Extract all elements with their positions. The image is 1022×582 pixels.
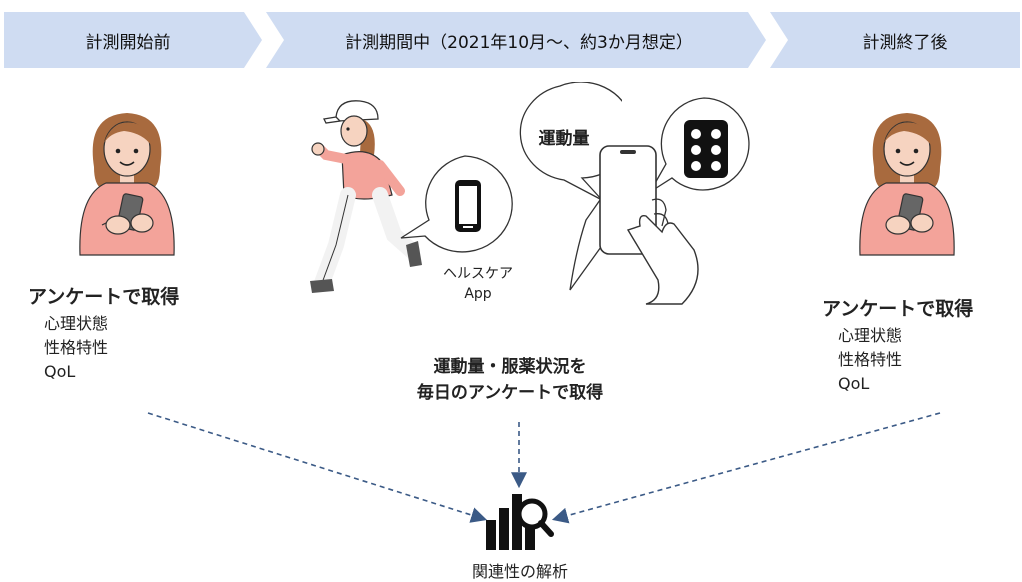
person-right-illustration (859, 113, 955, 256)
center-caption-line2: 毎日のアンケートで取得 (416, 383, 604, 403)
analysis-chart-icon (486, 494, 554, 550)
hand-phone-illustration (569, 145, 699, 305)
left-survey-title: アンケートで取得 (28, 286, 180, 308)
left-survey-block: アンケートで取得 心理状態 性格特性 QoL (28, 282, 179, 384)
right-survey-block: アンケートで取得 心理状態 性格特性 QoL (822, 294, 973, 396)
arrow-right (551, 412, 941, 524)
app-label-line1: ヘルスケア (443, 266, 513, 282)
app-label: ヘルスケア App (430, 264, 526, 304)
activity-bubble (519, 82, 622, 201)
arrow-left (147, 412, 488, 523)
banner-segment-after (770, 12, 1020, 68)
app-label-line2: App (464, 286, 492, 302)
runner-illustration (310, 100, 422, 293)
center-caption-line1: 運動量・服薬状況を (433, 357, 587, 377)
app-bubble (400, 155, 513, 253)
right-survey-title: アンケートで取得 (822, 298, 974, 320)
left-survey-item: 心理状態 (44, 314, 109, 333)
center-caption: 運動量・服薬状況を 毎日のアンケートで取得 (380, 354, 640, 406)
phase-during-label: 計測期間中（2021年10月～、約3か月想定） (345, 32, 693, 53)
right-survey-item: QoL (838, 374, 870, 393)
banner-segment-during (266, 12, 766, 68)
person-left-illustration (79, 113, 175, 256)
right-survey-item: 性格特性 (838, 350, 903, 369)
medication-bubble (649, 97, 750, 193)
banner-segment-before (4, 12, 262, 68)
analysis-label: 関連性の解析 (471, 562, 568, 581)
phase-before-label: 計測開始前 (85, 32, 171, 53)
activity-bubble-text: 運動量 (538, 129, 590, 149)
phase-after-label: 計測終了後 (862, 32, 948, 53)
left-survey-item: QoL (44, 362, 76, 381)
left-survey-item: 性格特性 (44, 338, 109, 357)
timeline-banner (4, 12, 1020, 68)
right-survey-item: 心理状態 (838, 326, 903, 345)
